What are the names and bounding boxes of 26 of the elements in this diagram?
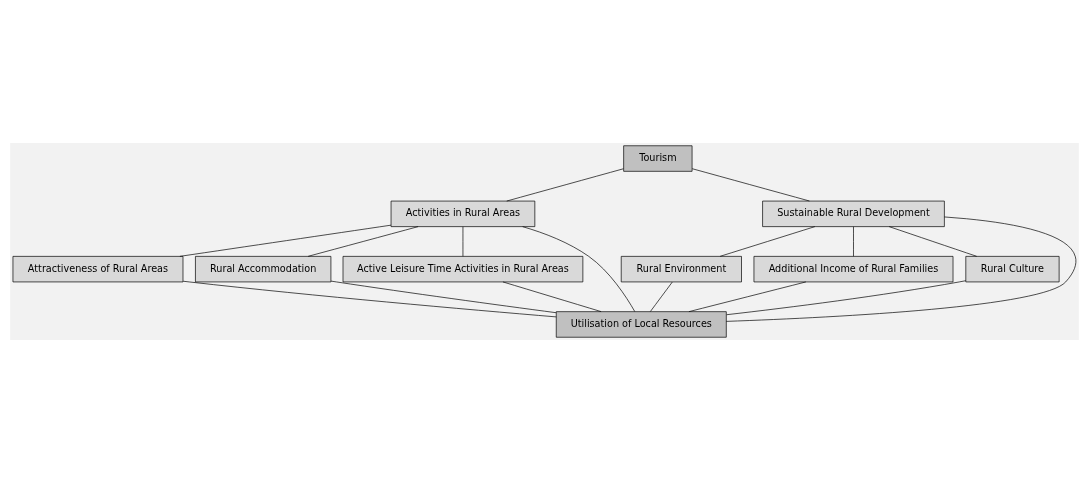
connector [688, 281, 807, 312]
connector [691, 168, 810, 202]
node-box: Sustainable Rural Development [762, 200, 945, 227]
connector [506, 168, 624, 202]
node-box: Rural Accommodation [195, 256, 332, 283]
node-box: Rural Environment [620, 256, 742, 283]
node-box: Active Leisure Time Activities in Rural Areas [342, 256, 584, 283]
connector [179, 224, 392, 257]
connector [726, 280, 967, 316]
connector [307, 226, 419, 257]
connector [853, 226, 854, 257]
connector [726, 216, 1077, 322]
connector [650, 281, 673, 312]
node-box: Attractiveness of Rural Areas [12, 256, 184, 283]
connector [462, 226, 464, 257]
connector [502, 281, 602, 312]
node-box: Additional Income of Rural Families [753, 256, 954, 283]
connector [182, 280, 557, 318]
connector [719, 226, 816, 257]
node-box: Activities in Rural Areas [390, 200, 536, 227]
connector [522, 226, 636, 312]
node-box: Tourism [623, 145, 693, 172]
connector [888, 226, 977, 257]
connector [330, 280, 557, 314]
node-box: Rural Culture [965, 256, 1060, 283]
node-box: Utilisation of Local Resources [555, 311, 727, 338]
